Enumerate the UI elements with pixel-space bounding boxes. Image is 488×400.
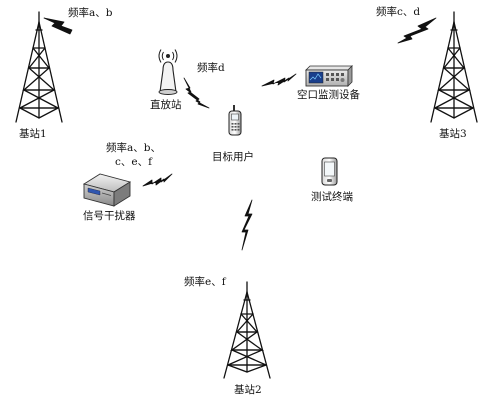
jammer-label: 信号干扰器 [83, 210, 136, 222]
monitor-label: 空口监测设备 [297, 89, 360, 101]
test-terminal-label: 测试终端 [311, 191, 353, 203]
wireless-link-repeater [183, 77, 210, 109]
base-station-3-tower [430, 11, 478, 123]
jammer-freq-label-line2: c、e、f [115, 156, 152, 168]
wireless-link-jammer [142, 173, 173, 187]
test-terminal-icon [321, 157, 338, 186]
target-user-phone-icon [228, 105, 242, 136]
monitor-device-icon [305, 65, 353, 87]
wireless-link-bs1 [43, 17, 73, 35]
repeater-label: 直放站 [150, 99, 182, 111]
wireless-link-monitor [261, 73, 297, 87]
base-station-1-tower [15, 11, 63, 123]
base-station-3-freq-label: 频率c、d [376, 6, 421, 18]
target-user-label: 目标用户 [212, 151, 254, 163]
base-station-3-label: 基站3 [439, 128, 467, 140]
base-station-2-freq-label: 频率e、f [184, 276, 226, 288]
jammer-freq-label-line1: 频率a、b、 [106, 142, 161, 154]
repeater-icon [158, 49, 178, 95]
base-station-2-label: 基站2 [234, 384, 262, 396]
base-station-1-freq-label: 频率a、b [68, 7, 113, 19]
wireless-link-bs2 [241, 199, 253, 251]
wireless-link-bs3 [397, 17, 437, 44]
signal-jammer-icon [82, 173, 132, 207]
base-station-1-label: 基站1 [19, 128, 47, 140]
repeater-freq-label: 频率d [197, 62, 225, 74]
base-station-2-tower [223, 281, 271, 379]
